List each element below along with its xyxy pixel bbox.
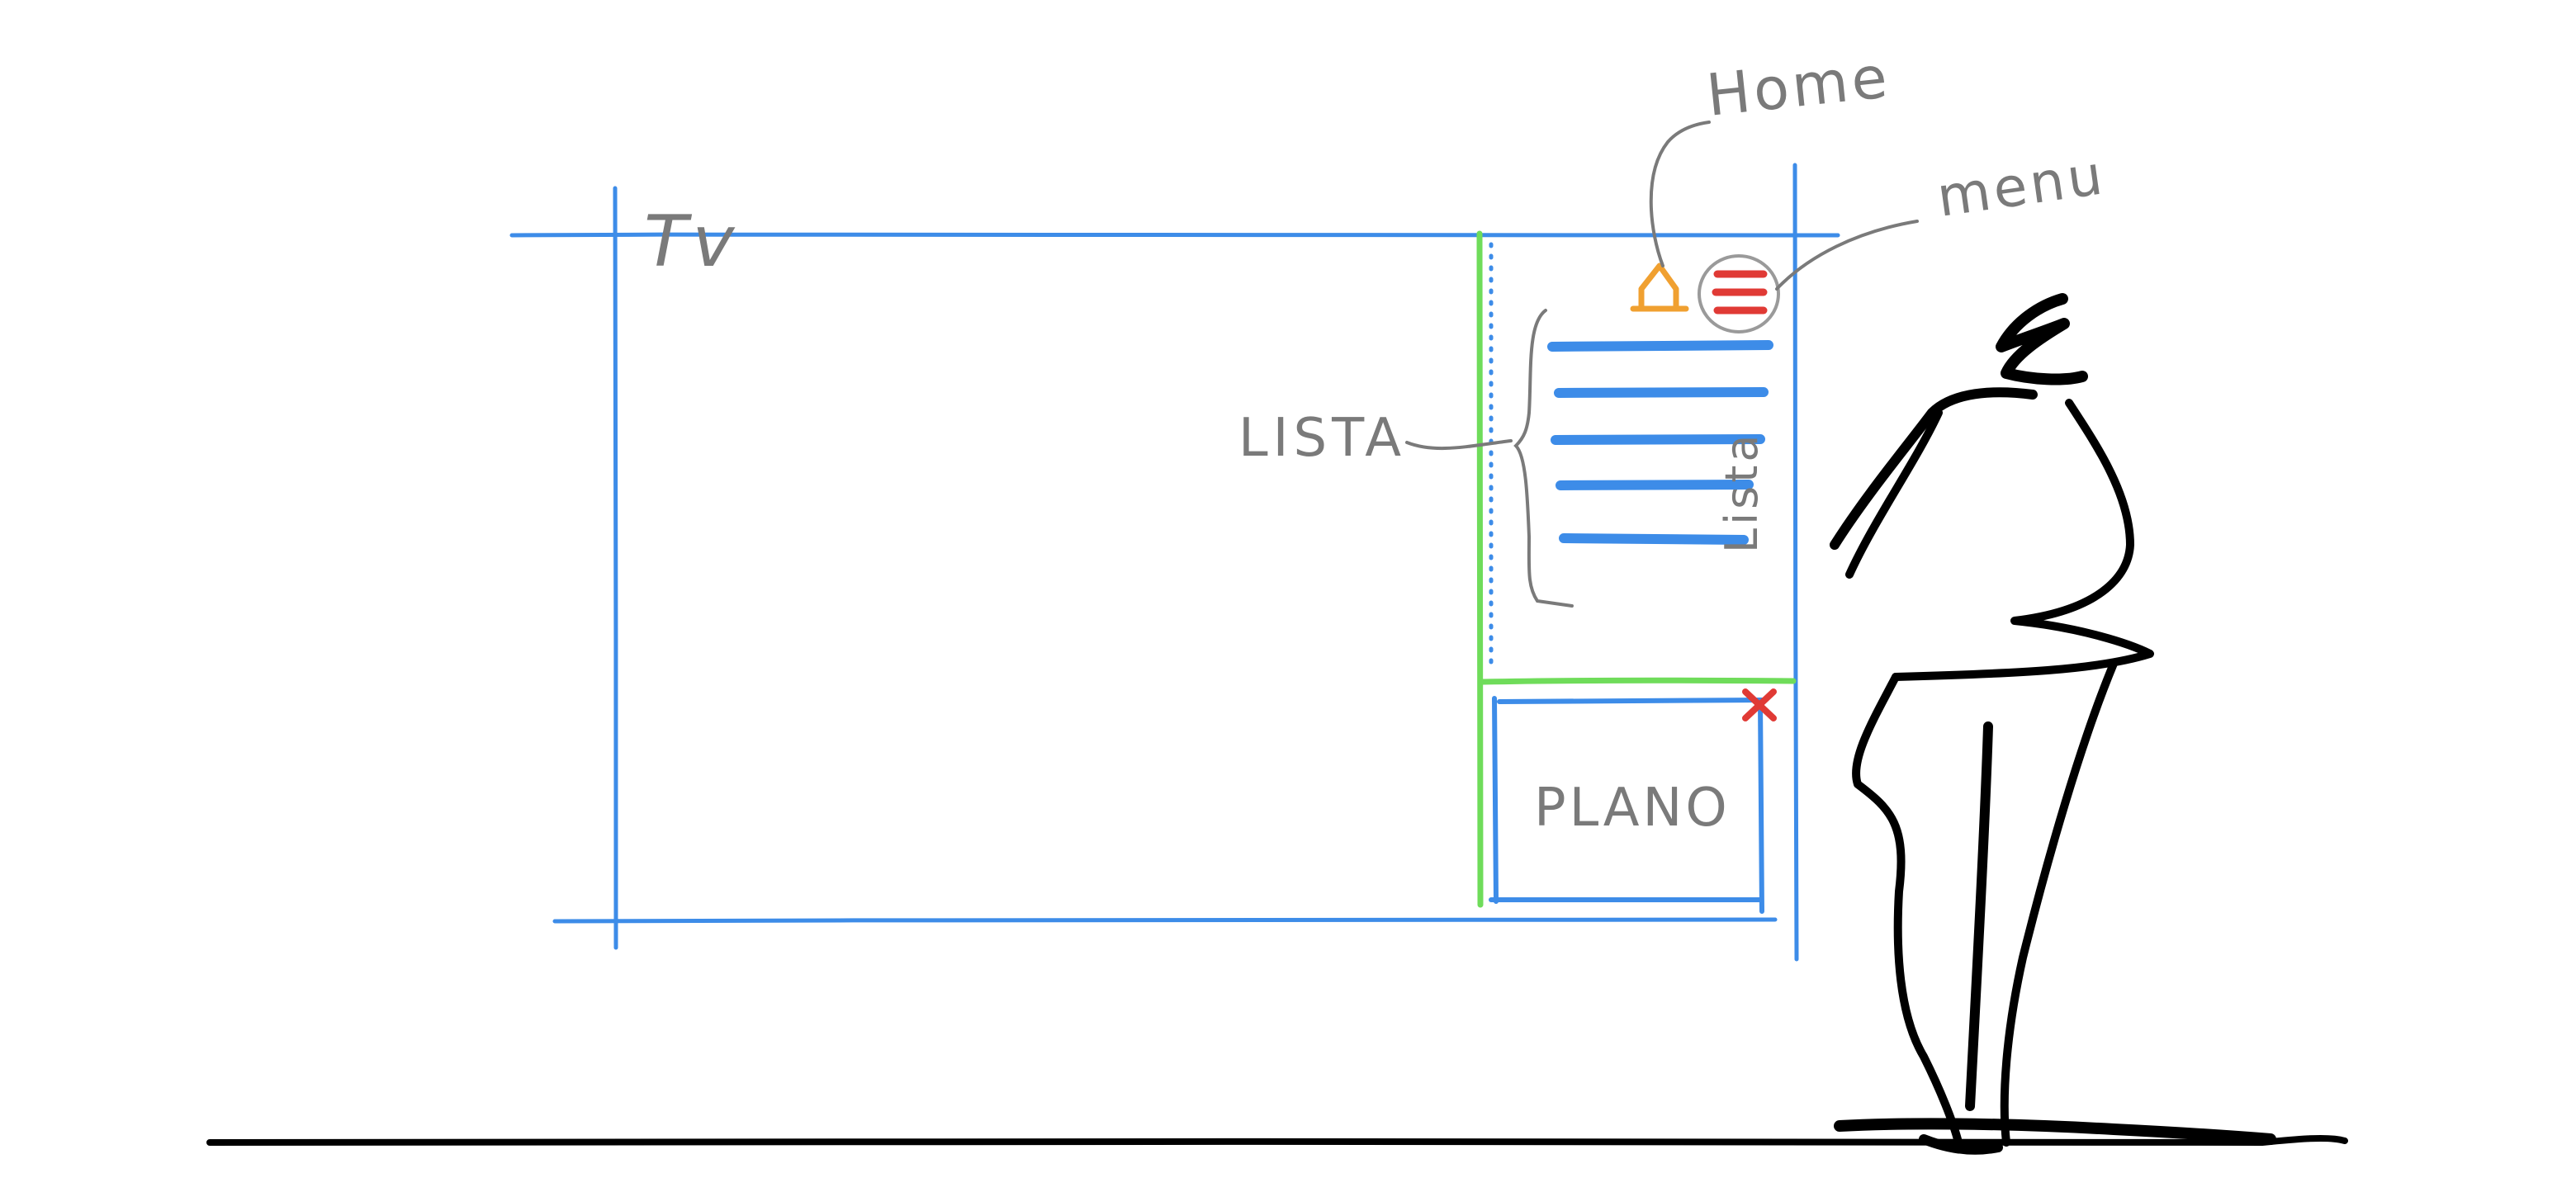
tv-label: Tv (644, 201, 739, 283)
side-panel-divider (1480, 677, 1797, 685)
home-connector (1649, 121, 1711, 267)
plano-box (1489, 696, 1766, 914)
tv-frame-top-line (509, 231, 1840, 238)
list-brace (1513, 309, 1574, 608)
home-icon[interactable] (1630, 263, 1689, 312)
list-label: LISTA (1238, 408, 1406, 469)
tv-frame (509, 163, 1840, 962)
list-item[interactable] (1559, 533, 1749, 545)
menu-icon[interactable] (1698, 254, 1780, 333)
person-silhouette (1830, 293, 2276, 1155)
tv-frame-right-line (1792, 163, 1799, 962)
floor-line (206, 1134, 2348, 1147)
menu-connector (1775, 220, 1919, 291)
list-label-connector (1405, 439, 1513, 451)
tv-frame-left-line (613, 186, 618, 950)
list-item[interactable] (1554, 387, 1769, 398)
side-panel (1476, 230, 1797, 908)
list-item[interactable] (1551, 434, 1765, 445)
list-side-label: Lista (1716, 432, 1768, 554)
plano-label: PLANO (1534, 778, 1731, 839)
list-item[interactable] (1547, 340, 1773, 352)
list (1547, 340, 1773, 545)
tv-frame-bottom-line (552, 917, 1778, 924)
menu-label: menu (1934, 143, 2110, 229)
close-icon[interactable] (1742, 688, 1777, 721)
home-label: Home (1703, 43, 1893, 130)
